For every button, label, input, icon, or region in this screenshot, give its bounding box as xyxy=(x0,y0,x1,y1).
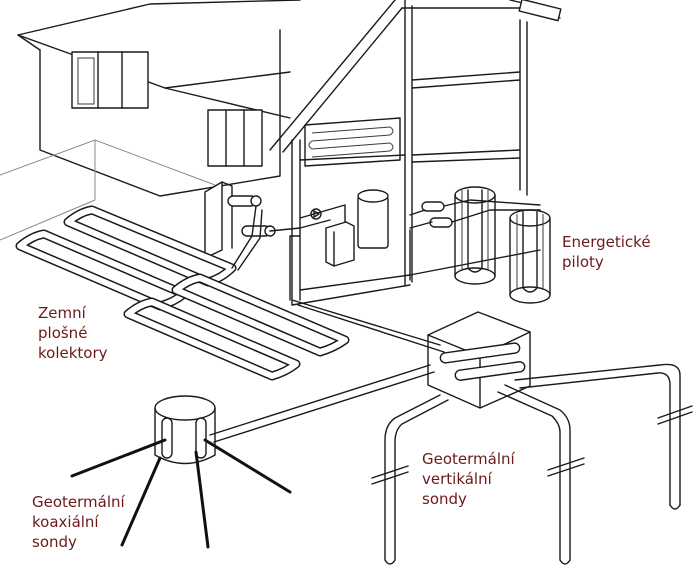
label-line: plošné xyxy=(38,324,88,342)
label-line: sondy xyxy=(32,533,77,551)
horizontal-collector xyxy=(15,205,237,311)
boiler-tank xyxy=(357,189,389,249)
house xyxy=(17,0,562,306)
manifold xyxy=(227,195,276,237)
label-ground-collectors: Zemní plošné kolektory xyxy=(38,303,108,363)
energy-pile xyxy=(454,186,496,285)
floor-heating-coil xyxy=(304,117,401,167)
vertical-borehole xyxy=(514,363,693,510)
label-line: sondy xyxy=(422,490,467,508)
heat-pump-unit xyxy=(204,181,233,259)
coaxial-probe xyxy=(70,438,292,549)
label-line: Geotermální xyxy=(422,450,515,468)
label-energy-piles: Energetické piloty xyxy=(562,232,651,272)
buffer-unit xyxy=(325,221,355,267)
window xyxy=(71,51,149,109)
energy-pile xyxy=(509,209,551,304)
label-line: Energetické xyxy=(562,233,651,251)
manifold xyxy=(421,201,453,228)
distribution-vault xyxy=(427,311,531,409)
label-line: koaxiální xyxy=(32,513,99,531)
label-line: piloty xyxy=(562,253,604,271)
label-line: kolektory xyxy=(38,344,108,362)
horizontal-collector xyxy=(123,273,350,381)
label-line: Zemní xyxy=(38,304,86,322)
window xyxy=(207,109,263,167)
label-line: Geotermální xyxy=(32,493,125,511)
coaxial-well xyxy=(154,395,216,465)
vertical-borehole xyxy=(497,384,585,565)
label-line: vertikální xyxy=(422,470,492,488)
label-coaxial-probes: Geotermální koaxiální sondy xyxy=(32,492,125,552)
vertical-borehole xyxy=(371,394,449,565)
label-vertical-probes: Geotermální vertikální sondy xyxy=(422,449,515,509)
